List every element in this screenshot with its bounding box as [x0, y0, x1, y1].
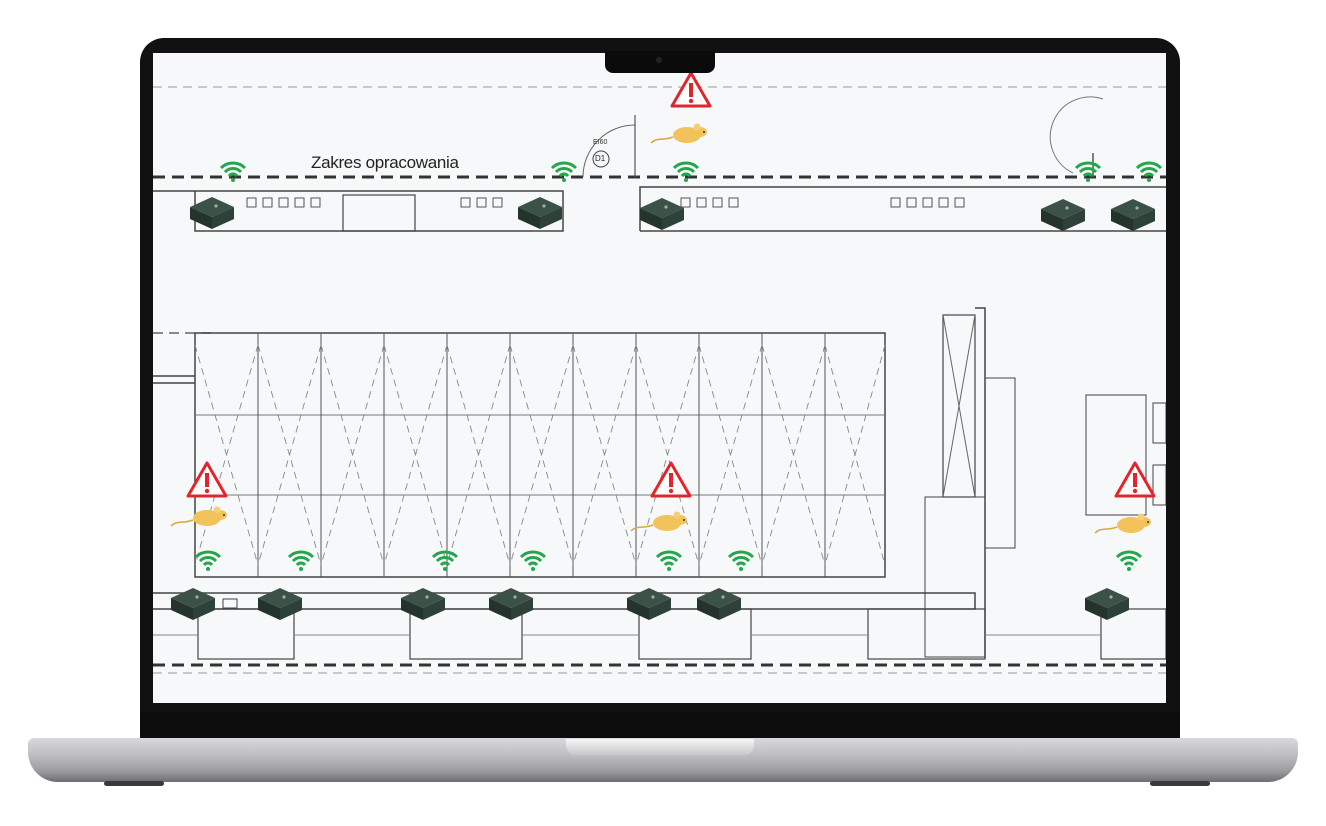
laptop-opening-notch [566, 739, 754, 755]
laptop-bottom-bezel [140, 712, 1180, 742]
sensor-device-icon [1111, 199, 1155, 231]
laptop-foot-right [1150, 781, 1210, 786]
wifi-signal-icon [1115, 550, 1143, 573]
wifi-signal-icon [194, 550, 222, 573]
warning-triangle-icon [650, 461, 692, 498]
wifi-signal-icon [672, 161, 700, 184]
wifi-signal-icon [287, 550, 315, 573]
wifi-signal-icon [219, 161, 247, 184]
camera-icon [656, 57, 662, 63]
warning-triangle-icon [1114, 461, 1156, 498]
wifi-signal-icon [727, 550, 755, 573]
wifi-signal-icon [1074, 161, 1102, 184]
wifi-signal-icon [519, 550, 547, 573]
laptop-screen: Zakres opracowania D1 EI60 [153, 53, 1166, 703]
rodent-icon [1094, 512, 1152, 534]
wifi-signal-icon [655, 550, 683, 573]
sensor-device-icon [1085, 588, 1129, 620]
rodent-icon [630, 510, 688, 532]
sensor-device-icon [1041, 199, 1085, 231]
wifi-signal-icon [550, 161, 578, 184]
rodent-icon [650, 122, 708, 144]
door-label: D1 [595, 154, 606, 163]
sensor-device-icon [518, 197, 562, 229]
area-label: Zakres opracowania [311, 153, 459, 172]
warning-triangle-icon [186, 461, 228, 498]
wifi-signal-icon [431, 550, 459, 573]
laptop-foot-left [104, 781, 164, 786]
rodent-icon [170, 505, 228, 527]
warning-triangle-icon [670, 71, 712, 108]
sensor-device-icon [640, 198, 684, 230]
floor-plan [153, 71, 1166, 674]
sensor-device-icon [190, 197, 234, 229]
wifi-signal-icon [1135, 161, 1163, 184]
door-rating: EI60 [593, 139, 608, 146]
